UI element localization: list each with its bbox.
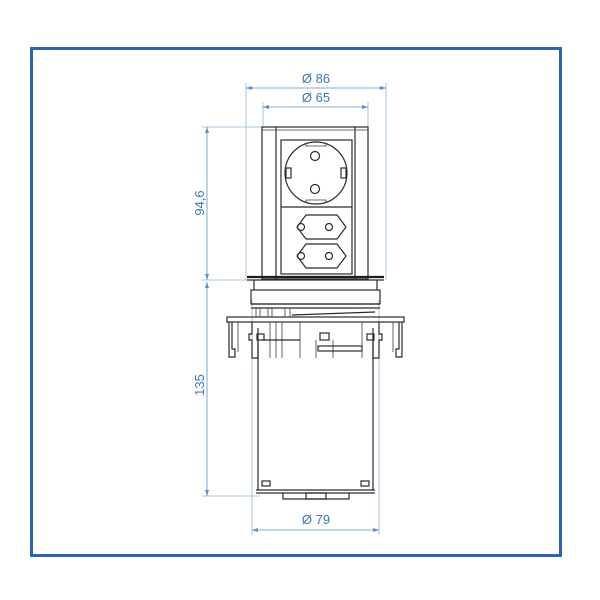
dimension-label-lower-height: 135 [192, 374, 207, 396]
dimension-label-body-diameter: Ø 79 [302, 512, 330, 527]
dimension-label-outer-diameter: Ø 86 [302, 71, 330, 86]
euro-socket-icon-1 [296, 214, 347, 240]
dimension-body-diameter: Ø 79 [251, 300, 380, 535]
dimension-label-inner-diameter: Ø 65 [302, 90, 330, 105]
euro-socket-icon-2 [296, 243, 347, 269]
dimension-label-upper-height: 94,6 [192, 190, 207, 215]
collar [250, 280, 381, 317]
dimension-top-inner: Ø 65 [262, 90, 369, 128]
dimension-lower-height: 135 [192, 282, 260, 497]
popup-head [247, 126, 384, 281]
dimension-upper-height: 94,6 [192, 126, 262, 281]
clamp-plate [226, 316, 405, 359]
drawing-frame [30, 47, 562, 557]
lower-housing [256, 340, 375, 500]
schuko-socket-icon [284, 141, 348, 205]
dimension-top-outer: Ø 86 [245, 71, 387, 280]
